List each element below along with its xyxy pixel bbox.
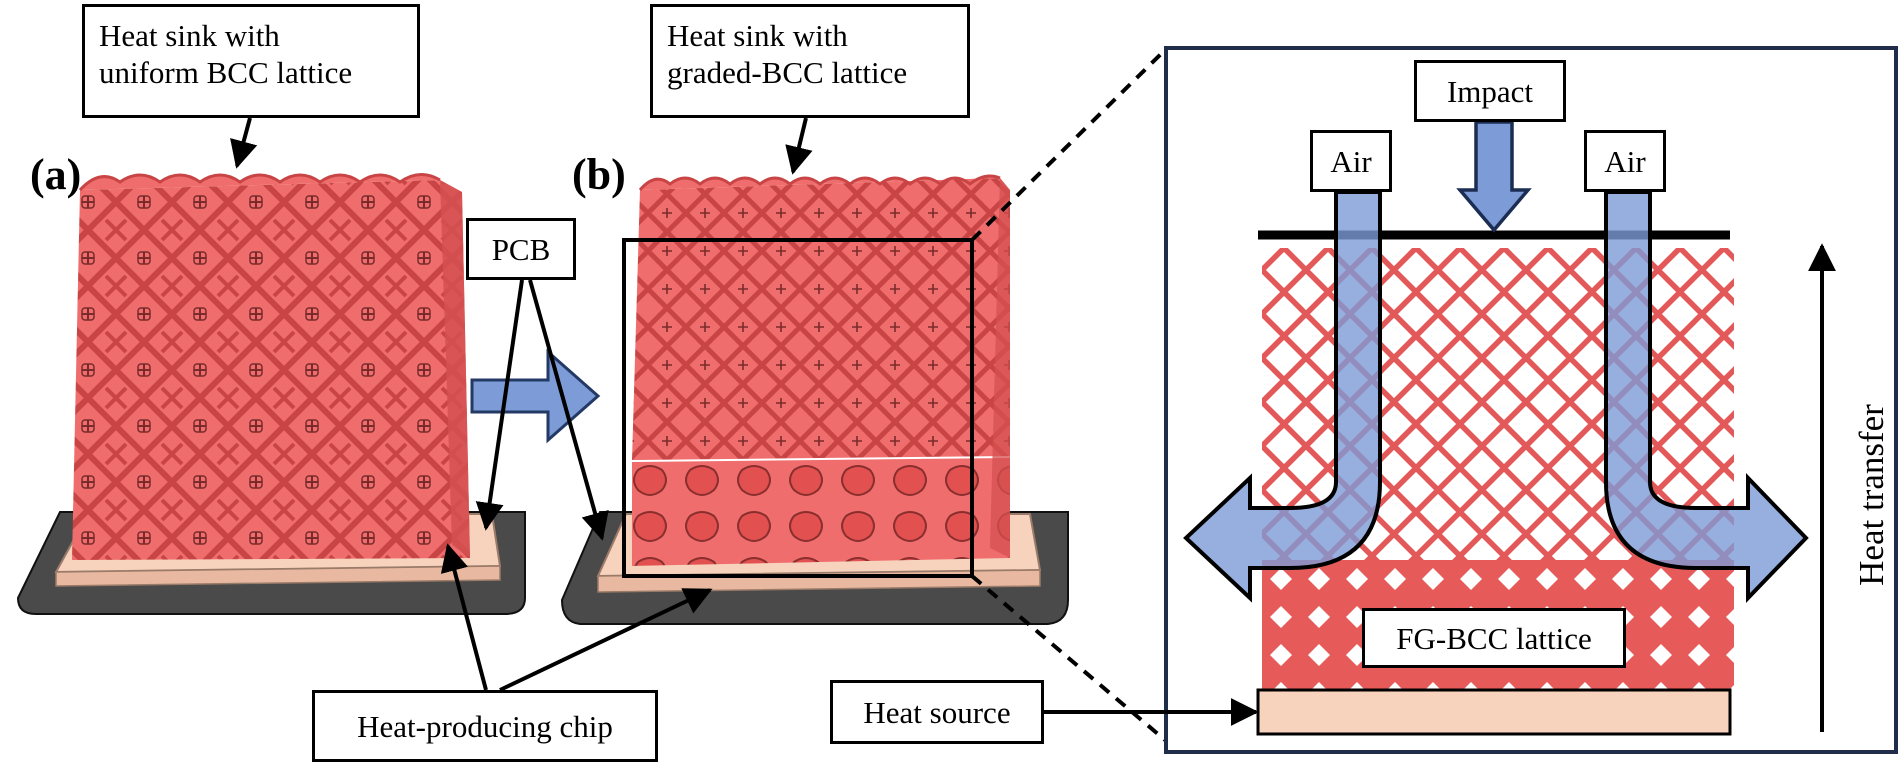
pointer-pcb-b: [528, 279, 609, 541]
zoom-line-top: [970, 48, 1167, 242]
panel-b-tag: (b): [572, 150, 626, 199]
graded-heat-sink: [560, 174, 1069, 625]
label-heat-producing-chip: Heat-producing chip: [312, 690, 658, 762]
pointer-pcb-a: [475, 279, 524, 531]
label-impact: Impact: [1414, 60, 1566, 122]
label-heat-source: Heat source: [830, 680, 1044, 744]
label-graded-heat-sink: Heat sink with graded-BCC lattice: [650, 4, 970, 118]
impact-arrow: [1456, 120, 1532, 233]
label-uniform-heat-sink: Heat sink with uniform BCC lattice: [82, 4, 420, 118]
air-flow-right: [1604, 190, 1809, 603]
panel-a-tag: (a): [30, 150, 82, 199]
label-fg-bcc-lattice: FG-BCC lattice: [1362, 608, 1626, 668]
label-air-right: Air: [1584, 130, 1666, 192]
pointer-graded: [785, 117, 813, 175]
pointer-chip-a: [440, 543, 488, 691]
label-heat-transfer: Heat transfer: [1852, 404, 1891, 586]
pointer-uniform: [230, 117, 258, 169]
air-flow-left: [1183, 190, 1382, 603]
zoom-region: [622, 238, 974, 578]
label-air-left: Air: [1310, 130, 1392, 192]
transition-arrow: [470, 348, 601, 444]
label-pcb: PCB: [466, 218, 576, 280]
uniform-heat-sink: [16, 173, 526, 615]
zoom-inset: [1164, 46, 1898, 754]
pointer-chip-b: [499, 588, 713, 692]
heat-source-bar: [1256, 688, 1732, 736]
